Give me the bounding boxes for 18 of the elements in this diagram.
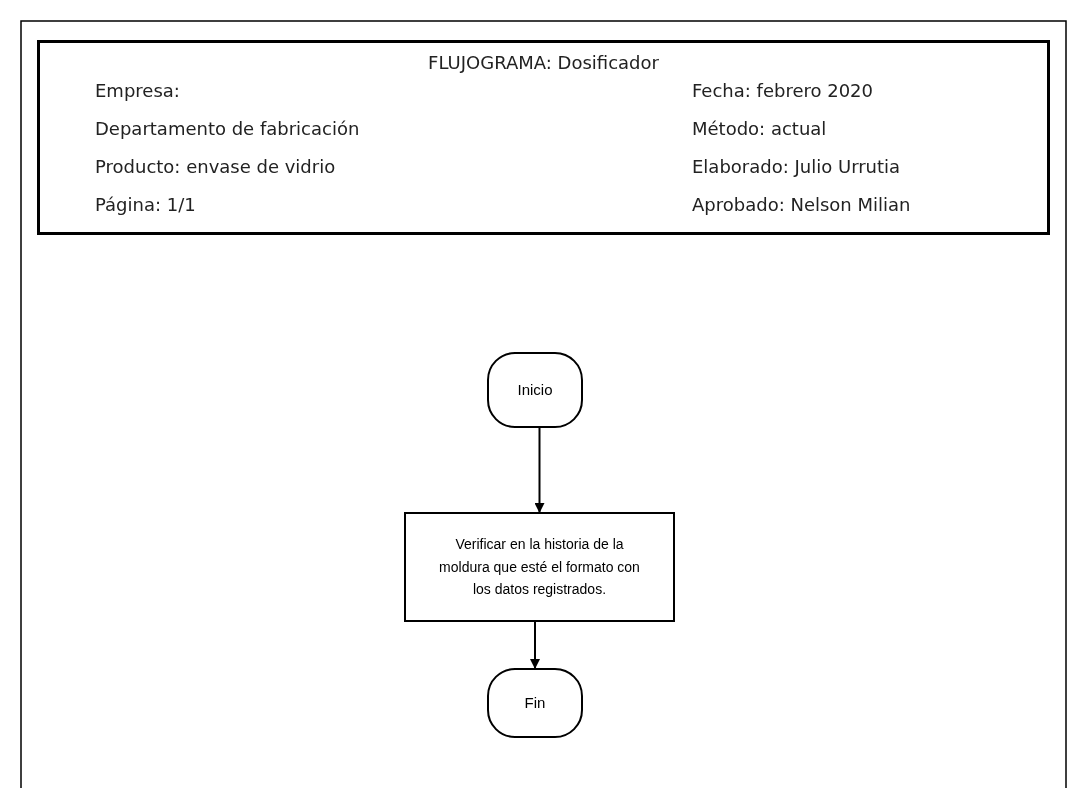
arrow [530, 621, 540, 669]
title-text: FLUJOGRAMA: Dosificador [427, 51, 660, 75]
header-field: Método: actual [692, 115, 827, 142]
arrow [534, 427, 545, 513]
node-text: Fin [524, 692, 546, 713]
node-text: Inicio [517, 379, 553, 400]
header-field: Producto: envase de vidrio [95, 153, 336, 180]
process-box [404, 512, 675, 622]
header-box [37, 40, 1050, 235]
terminal-shape [487, 352, 583, 428]
terminal-shape [487, 668, 583, 738]
header-field: Departamento de fabricación [95, 115, 360, 142]
node-text: Verificar en la historia de la moldura que esté el formato con los datos registrados. [438, 535, 641, 600]
header-field: Elaborado: Julio Urrutia [692, 153, 901, 180]
header-field: Aprobado: Nelson Milian [692, 191, 911, 218]
header-field: Página: 1/1 [95, 191, 196, 218]
header-field: Fecha: febrero 2020 [692, 77, 874, 104]
header-field: Empresa: [95, 77, 180, 104]
